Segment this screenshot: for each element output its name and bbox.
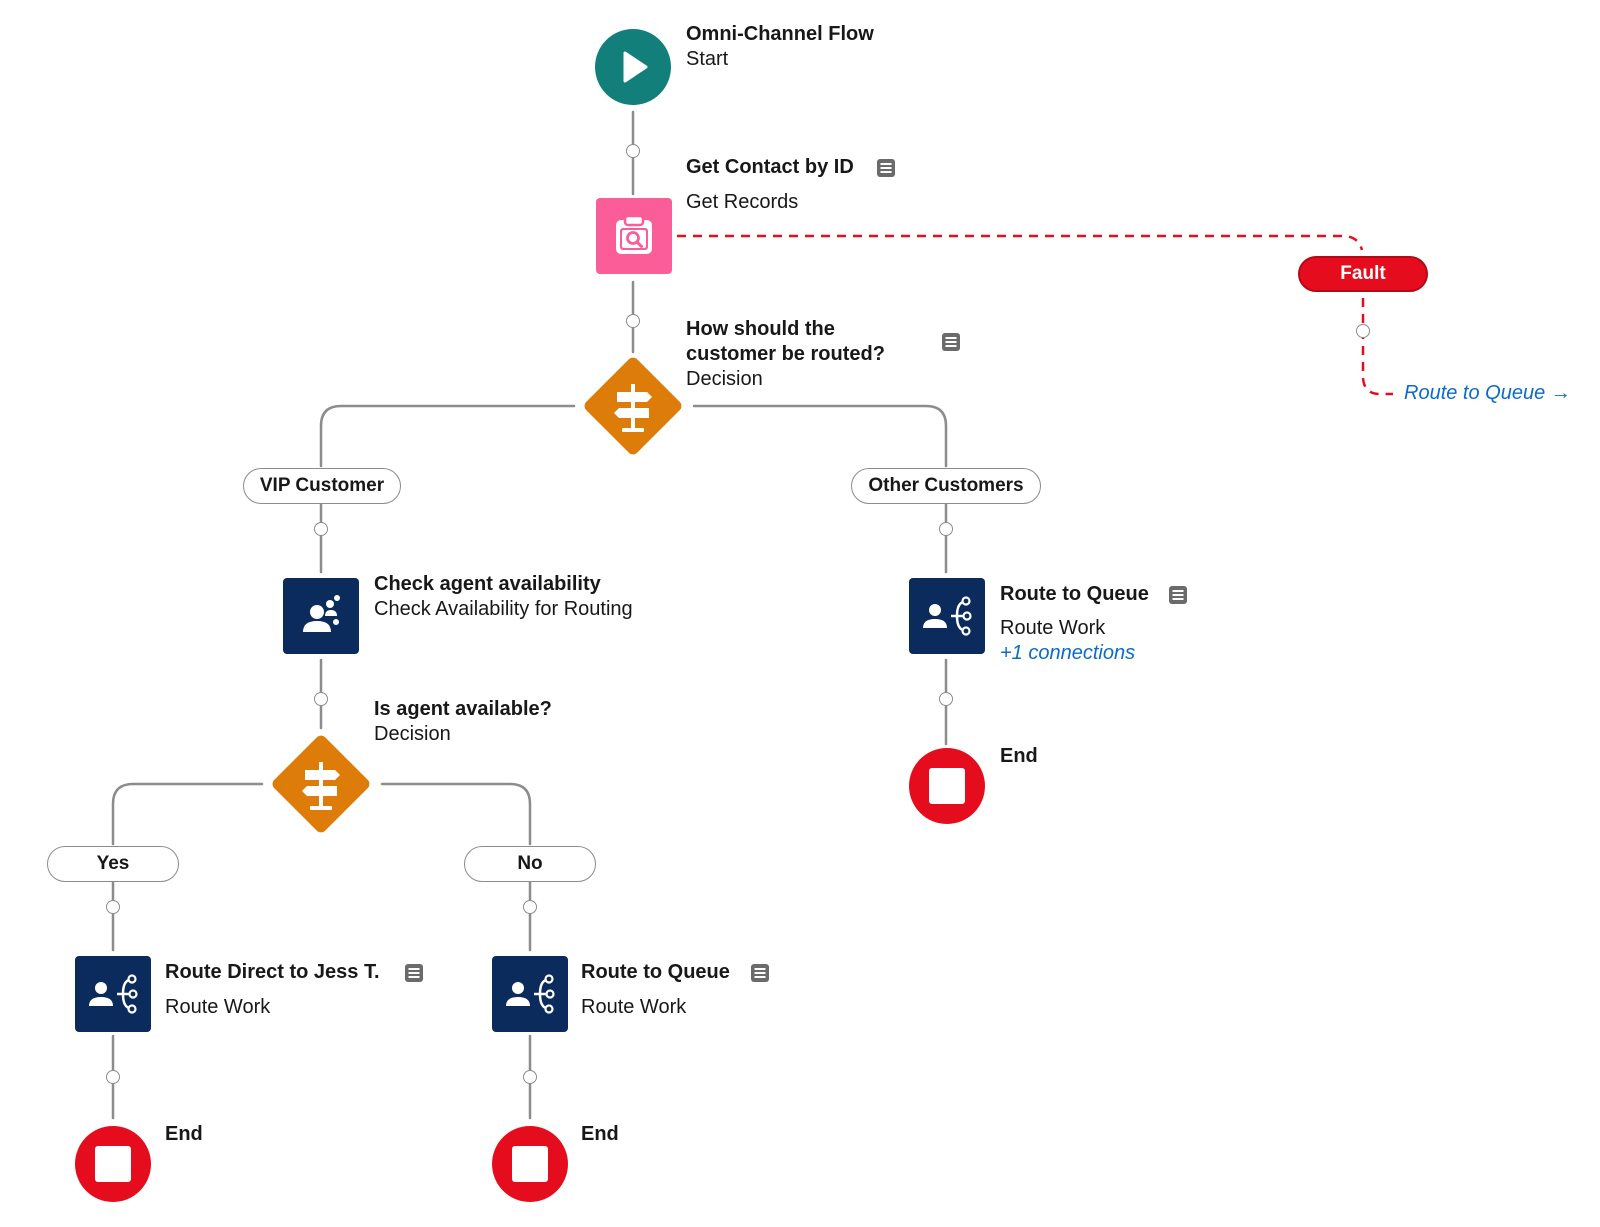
- route-decision-title-1: How should the: [686, 318, 835, 340]
- route-direct-label: Route Direct to Jess T.: [165, 960, 380, 985]
- route-queue-other-connections-link[interactable]: +1 connections: [1000, 642, 1136, 664]
- wire-fault-to-queue: [1361, 298, 1393, 396]
- route-direct-node[interactable]: [75, 956, 151, 1032]
- connector-start[interactable]: [626, 144, 640, 158]
- description-icon[interactable]: [941, 332, 961, 352]
- route-queue-other-node[interactable]: [909, 578, 985, 654]
- play-icon: [623, 51, 648, 83]
- branch-vip-customer[interactable]: VIP Customer: [243, 468, 401, 504]
- fault-route-to-queue-link[interactable]: Route to Queue →: [1404, 382, 1571, 404]
- route-queue-no-sub-wrap: Route Work: [581, 995, 686, 1020]
- end-yes-label: End: [165, 1122, 203, 1147]
- connector-fault[interactable]: [1356, 324, 1370, 338]
- start-subtitle: Start: [686, 48, 729, 70]
- route-queue-other-title: Route to Queue: [1000, 583, 1149, 605]
- description-icon[interactable]: [750, 963, 770, 983]
- connector-no[interactable]: [523, 900, 537, 914]
- route-decision-label: How should the customer be routed? Decis…: [686, 317, 885, 392]
- agents-icon: [303, 595, 340, 632]
- connector-yes[interactable]: [106, 900, 120, 914]
- fault-badge[interactable]: Fault: [1298, 256, 1428, 292]
- check-agent-title: Check agent availability: [374, 573, 601, 595]
- branch-yes[interactable]: Yes: [47, 846, 179, 882]
- wire-decision2-yes: [111, 782, 264, 846]
- route-direct-sub-wrap: Route Work: [165, 995, 270, 1020]
- end-other-node[interactable]: [909, 748, 985, 824]
- route-queue-other-label: Route to Queue: [1000, 582, 1149, 607]
- end-no-node[interactable]: [492, 1126, 568, 1202]
- description-icon[interactable]: [876, 158, 896, 178]
- person-routing-icon: [923, 596, 972, 636]
- wire-fault-path: [677, 234, 1364, 251]
- route-direct-subtitle: Route Work: [165, 996, 271, 1018]
- end-yes-title: End: [165, 1123, 203, 1145]
- check-agent-subtitle: Check Availability for Routing: [374, 598, 633, 620]
- connector-getcontact[interactable]: [626, 314, 640, 328]
- branch-no[interactable]: No: [464, 846, 596, 882]
- agent-decision-title: Is agent available?: [374, 698, 552, 720]
- end-other-title: End: [1000, 745, 1038, 767]
- connector-check[interactable]: [314, 692, 328, 706]
- route-queue-no-node[interactable]: [492, 956, 568, 1032]
- connector-vip[interactable]: [314, 522, 328, 536]
- person-routing-icon: [89, 974, 138, 1014]
- wire-decision2-no: [380, 782, 532, 846]
- agent-decision-label: Is agent available? Decision: [374, 697, 552, 747]
- stop-icon: [95, 1146, 131, 1182]
- branch-other-customers[interactable]: Other Customers: [851, 468, 1041, 504]
- stop-icon: [512, 1146, 548, 1182]
- connector-route-queue-other[interactable]: [939, 692, 953, 706]
- person-routing-icon: [506, 974, 555, 1014]
- route-direct-title: Route Direct to Jess T.: [165, 961, 380, 983]
- wire-decision-vip: [319, 404, 576, 468]
- description-icon[interactable]: [1168, 585, 1188, 605]
- get-contact-title: Get Contact by ID: [686, 156, 854, 178]
- check-agent-node[interactable]: [283, 578, 359, 654]
- connector-other[interactable]: [939, 522, 953, 536]
- start-title: Omni-Channel Flow: [686, 23, 874, 45]
- get-contact-subtitle-wrap: Get Records: [686, 190, 798, 215]
- get-contact-subtitle: Get Records: [686, 191, 799, 213]
- wire-decision-other: [692, 404, 948, 468]
- route-queue-no-label: Route to Queue: [581, 960, 730, 985]
- agent-decision-subtitle: Decision: [374, 723, 451, 745]
- start-label: Omni-Channel Flow Start: [686, 22, 874, 72]
- get-contact-node[interactable]: [596, 198, 672, 274]
- end-no-title: End: [581, 1123, 619, 1145]
- route-queue-no-subtitle: Route Work: [581, 996, 687, 1018]
- description-icon[interactable]: [404, 963, 424, 983]
- stop-icon: [929, 768, 965, 804]
- route-queue-no-title: Route to Queue: [581, 961, 730, 983]
- check-agent-label: Check agent availability Check Availabil…: [374, 572, 633, 622]
- end-yes-node[interactable]: [75, 1126, 151, 1202]
- connector-route-queue-no[interactable]: [523, 1070, 537, 1084]
- route-queue-other-sub-wrap: Route Work +1 connections: [1000, 616, 1135, 666]
- connector-route-direct[interactable]: [106, 1070, 120, 1084]
- get-contact-label: Get Contact by ID: [686, 155, 854, 180]
- end-no-label: End: [581, 1122, 619, 1147]
- route-decision-title-2: customer be routed?: [686, 343, 885, 365]
- route-decision-subtitle: Decision: [686, 368, 763, 390]
- clipboard-search-icon: [616, 214, 652, 254]
- route-queue-other-subtitle: Route Work: [1000, 617, 1106, 639]
- start-node[interactable]: [595, 29, 671, 105]
- end-other-label: End: [1000, 744, 1038, 769]
